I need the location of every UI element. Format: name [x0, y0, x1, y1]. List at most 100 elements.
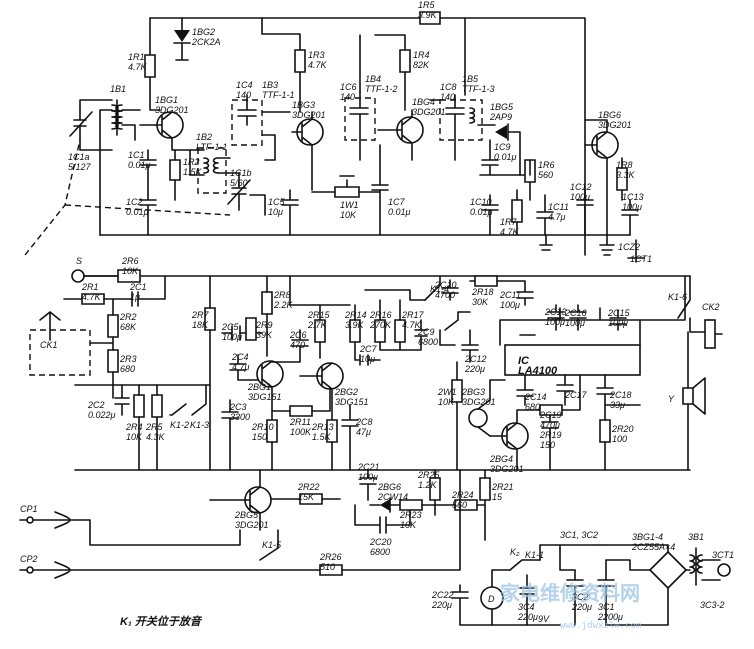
component-ref: 2R15	[307, 310, 331, 320]
component-value: 220μ	[517, 612, 538, 622]
component-ref: 2BG6	[377, 482, 401, 492]
label-k1-5: K1-5	[262, 540, 282, 550]
component-ref: 2C20	[369, 537, 392, 547]
component-ref: 1C1b	[230, 168, 252, 178]
component-ref: 1R4	[413, 50, 430, 60]
component-value: 140	[236, 90, 251, 100]
component-ref: 2C16	[564, 308, 587, 318]
component-ref: CK2	[702, 302, 720, 312]
component-ref: 2R1	[81, 282, 99, 292]
label-cp2: CP2	[20, 554, 38, 564]
component-ref: D	[488, 594, 495, 604]
component-value: 0.01μ	[128, 160, 151, 170]
component-ref: 1R6	[538, 160, 555, 170]
component-ref: 1R5	[418, 0, 436, 10]
watermark: 家电维修资料网 www.jdwxzlw.com	[500, 581, 641, 631]
transformer-3b1	[689, 547, 703, 586]
component-ref: 2C5	[221, 322, 240, 332]
component-ref: 2R16	[369, 310, 392, 320]
component-ref: 2C17	[564, 390, 588, 400]
component-ref: 1B4	[365, 74, 381, 84]
component-value: 2200μ	[597, 612, 623, 622]
component-ref: 1BG2	[192, 27, 215, 37]
component-ref: 2R13	[311, 422, 334, 432]
component-value: 15K	[298, 492, 315, 502]
component-ref: 2C1	[129, 282, 147, 292]
component-ref: 1R8	[616, 160, 633, 170]
component-value: 4.7K	[82, 292, 102, 302]
switch-s	[71, 269, 85, 283]
component-ref: K1-3	[190, 420, 209, 430]
component-ref: K1-2	[170, 420, 189, 430]
input-cp1	[26, 516, 34, 524]
edge-annotations: 1CZ2 1CT1 K₁ 开关位于放音 3C1, 3C2 9V K₂ 3C3-2	[120, 242, 725, 628]
bottom-section	[19, 469, 731, 626]
component-ref: 1B1	[110, 84, 126, 94]
component-ref: 2BG3	[461, 387, 485, 397]
component-value: 47μ	[356, 427, 371, 437]
component-ref: 1C8	[440, 82, 457, 92]
component-value: 140	[440, 92, 455, 102]
component-value: 39K	[256, 330, 273, 340]
component-ref: 2C22	[431, 590, 454, 600]
component-ref: 2C11	[499, 290, 521, 300]
phototransistor-2bg3	[468, 408, 488, 428]
component-value: 0.01μ	[494, 152, 517, 162]
resistor-2r18	[474, 275, 498, 287]
watermark-url: www.jdwxzlw.com	[560, 621, 641, 631]
component-ref: 1R1	[128, 52, 145, 62]
component-ref: 2R23	[399, 510, 422, 520]
component-value: 100μ	[608, 318, 628, 328]
component-ref: K1-5	[262, 540, 282, 550]
transformer-1b2	[197, 147, 227, 194]
component-value: TTF-1-3	[462, 84, 495, 94]
resistor-2r7	[204, 307, 216, 331]
component-value: 2AP9	[489, 112, 512, 122]
resistor-1r3	[294, 49, 306, 73]
transformer-1b4	[344, 97, 376, 141]
component-value: 5/60	[230, 178, 248, 188]
resistor-2r4	[133, 394, 145, 418]
component-value: 270K	[369, 320, 392, 330]
diode-1bg2	[174, 30, 190, 42]
component-value: 100μ	[622, 202, 642, 212]
resistor-2r22	[299, 493, 323, 505]
component-ref: 2C8	[355, 417, 373, 427]
label-k1-3: K1-3	[190, 420, 209, 430]
component-value: 0.022μ	[88, 410, 116, 420]
component-value: 3DG151	[335, 397, 369, 407]
component-value: 4.7K	[500, 227, 520, 237]
component-ref: 1C9	[494, 142, 511, 152]
label-9v: 9V	[538, 614, 550, 624]
label-ct2: 1CZ2	[618, 242, 640, 252]
resistor-1r7	[511, 199, 523, 223]
resistor-2r20	[599, 419, 611, 443]
component-ref: 2R24	[451, 490, 474, 500]
component-value: 10K	[122, 266, 139, 276]
component-value: 4.7K	[402, 320, 422, 330]
component-ref: 2W1	[437, 387, 457, 397]
component-value: 3DG201	[412, 107, 446, 117]
